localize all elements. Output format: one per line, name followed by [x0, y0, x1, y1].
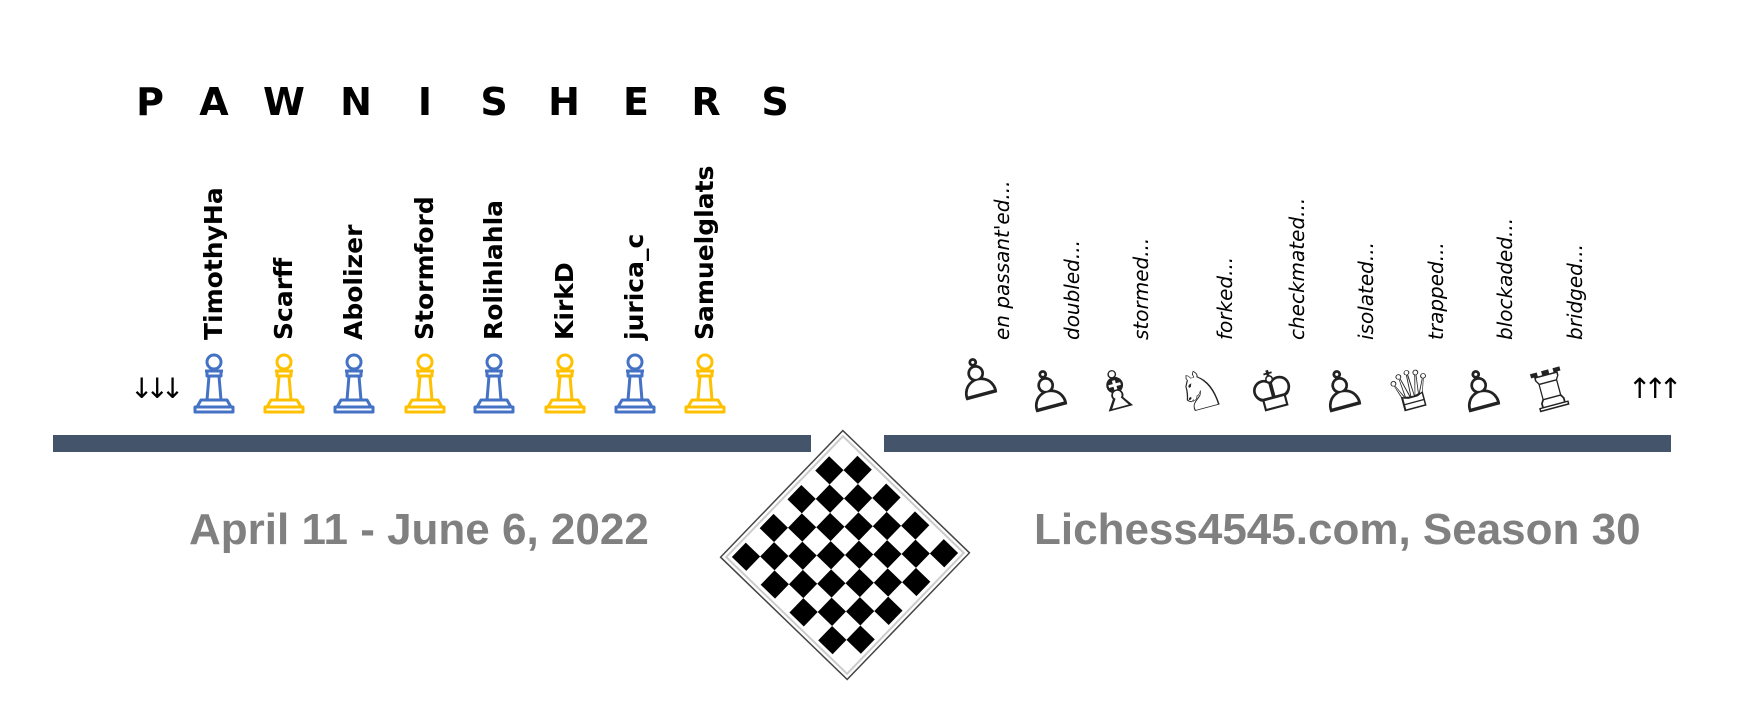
board-square — [872, 483, 901, 512]
board-square — [845, 540, 874, 569]
board-square — [817, 569, 846, 598]
verb-label: en passant'ed... — [990, 180, 1014, 340]
board-square — [759, 513, 788, 543]
board-square — [815, 484, 845, 513]
pawn-icon — [614, 353, 656, 414]
board-square — [788, 569, 818, 599]
verb-label: checkmated... — [1285, 197, 1309, 340]
knight-icon: ♘ — [1168, 353, 1232, 428]
player-name: Scarff — [269, 257, 298, 340]
board-square — [787, 485, 816, 514]
verb-label: blockaded... — [1493, 217, 1517, 340]
board-square — [844, 512, 873, 541]
pawn-icon: ♙ — [1015, 353, 1079, 428]
title-letter: H — [548, 80, 580, 124]
board-square — [843, 455, 872, 485]
verb-label: doubled... — [1060, 240, 1084, 340]
board-square — [731, 542, 761, 571]
player-name: Stormford — [410, 196, 439, 340]
title-letter: P — [136, 80, 164, 124]
pawn-icon: ♙ — [1448, 353, 1512, 428]
board-square — [787, 513, 817, 542]
board-square — [760, 570, 789, 599]
player-name: KirkD — [550, 262, 579, 340]
pawn-icon — [333, 353, 375, 414]
board-square — [901, 539, 930, 568]
player-name: jurica_c — [620, 233, 649, 340]
board-square — [873, 540, 902, 569]
board-square — [844, 484, 873, 513]
board-square — [788, 541, 817, 570]
board-square — [874, 596, 903, 625]
player-name: Abolizer — [339, 224, 368, 340]
board-square — [901, 511, 930, 540]
board-square — [929, 539, 959, 568]
down-arrows-icon: ↓↓↓ — [130, 372, 184, 405]
board-square — [817, 597, 846, 626]
title-letter: S — [480, 80, 508, 124]
verb-label: forked... — [1213, 256, 1237, 340]
pawn-icon — [193, 353, 235, 414]
chessboard-icon — [719, 429, 971, 681]
pawn-icon — [473, 353, 515, 414]
title-letter: E — [623, 80, 649, 124]
rook-icon: ♖ — [1518, 353, 1582, 428]
title-letter: S — [761, 80, 789, 124]
board-square — [873, 568, 903, 597]
verb-label: isolated... — [1354, 242, 1378, 340]
title-letter: N — [340, 80, 372, 124]
pawn-icon: ♙ — [1309, 353, 1373, 428]
right-divider-bar — [884, 435, 1671, 452]
bishop-icon: ♗ — [1084, 353, 1148, 428]
board-square — [815, 456, 844, 485]
league-season: Lichess4545.com, Season 30 — [1034, 505, 1641, 554]
board-square — [845, 597, 875, 626]
verb-label: bridged... — [1563, 244, 1587, 340]
title-letter: W — [263, 80, 305, 124]
pawn-icon — [684, 353, 726, 414]
player-name: Samuelglats — [690, 165, 719, 340]
up-arrows-icon: ↑↑↑ — [1628, 372, 1682, 405]
verb-label: trapped... — [1424, 242, 1448, 340]
title-letter: I — [417, 80, 433, 124]
player-name: Rolihlahla — [479, 199, 508, 340]
board-square — [818, 625, 847, 655]
king-icon: ♔ — [1240, 353, 1304, 428]
title-letter: R — [691, 80, 721, 124]
board-square — [760, 542, 789, 571]
pawn-icon — [404, 353, 446, 414]
left-divider-bar — [53, 435, 811, 452]
board-square — [845, 568, 874, 598]
season-dates: April 11 - June 6, 2022 — [189, 505, 649, 554]
board-square — [789, 598, 818, 627]
board-square — [816, 512, 845, 542]
pawn-icon — [263, 353, 305, 414]
verb-label: stormed... — [1129, 237, 1153, 340]
board-square — [846, 625, 875, 654]
board-square — [872, 511, 902, 541]
pawn-icon: ♙ — [945, 341, 1009, 416]
queen-icon: ♕ — [1379, 353, 1443, 428]
title-letter: A — [199, 80, 229, 124]
pawn-icon — [544, 353, 586, 414]
player-name: TimothyHa — [199, 187, 228, 340]
board-square — [816, 541, 845, 570]
board-square — [902, 567, 931, 597]
